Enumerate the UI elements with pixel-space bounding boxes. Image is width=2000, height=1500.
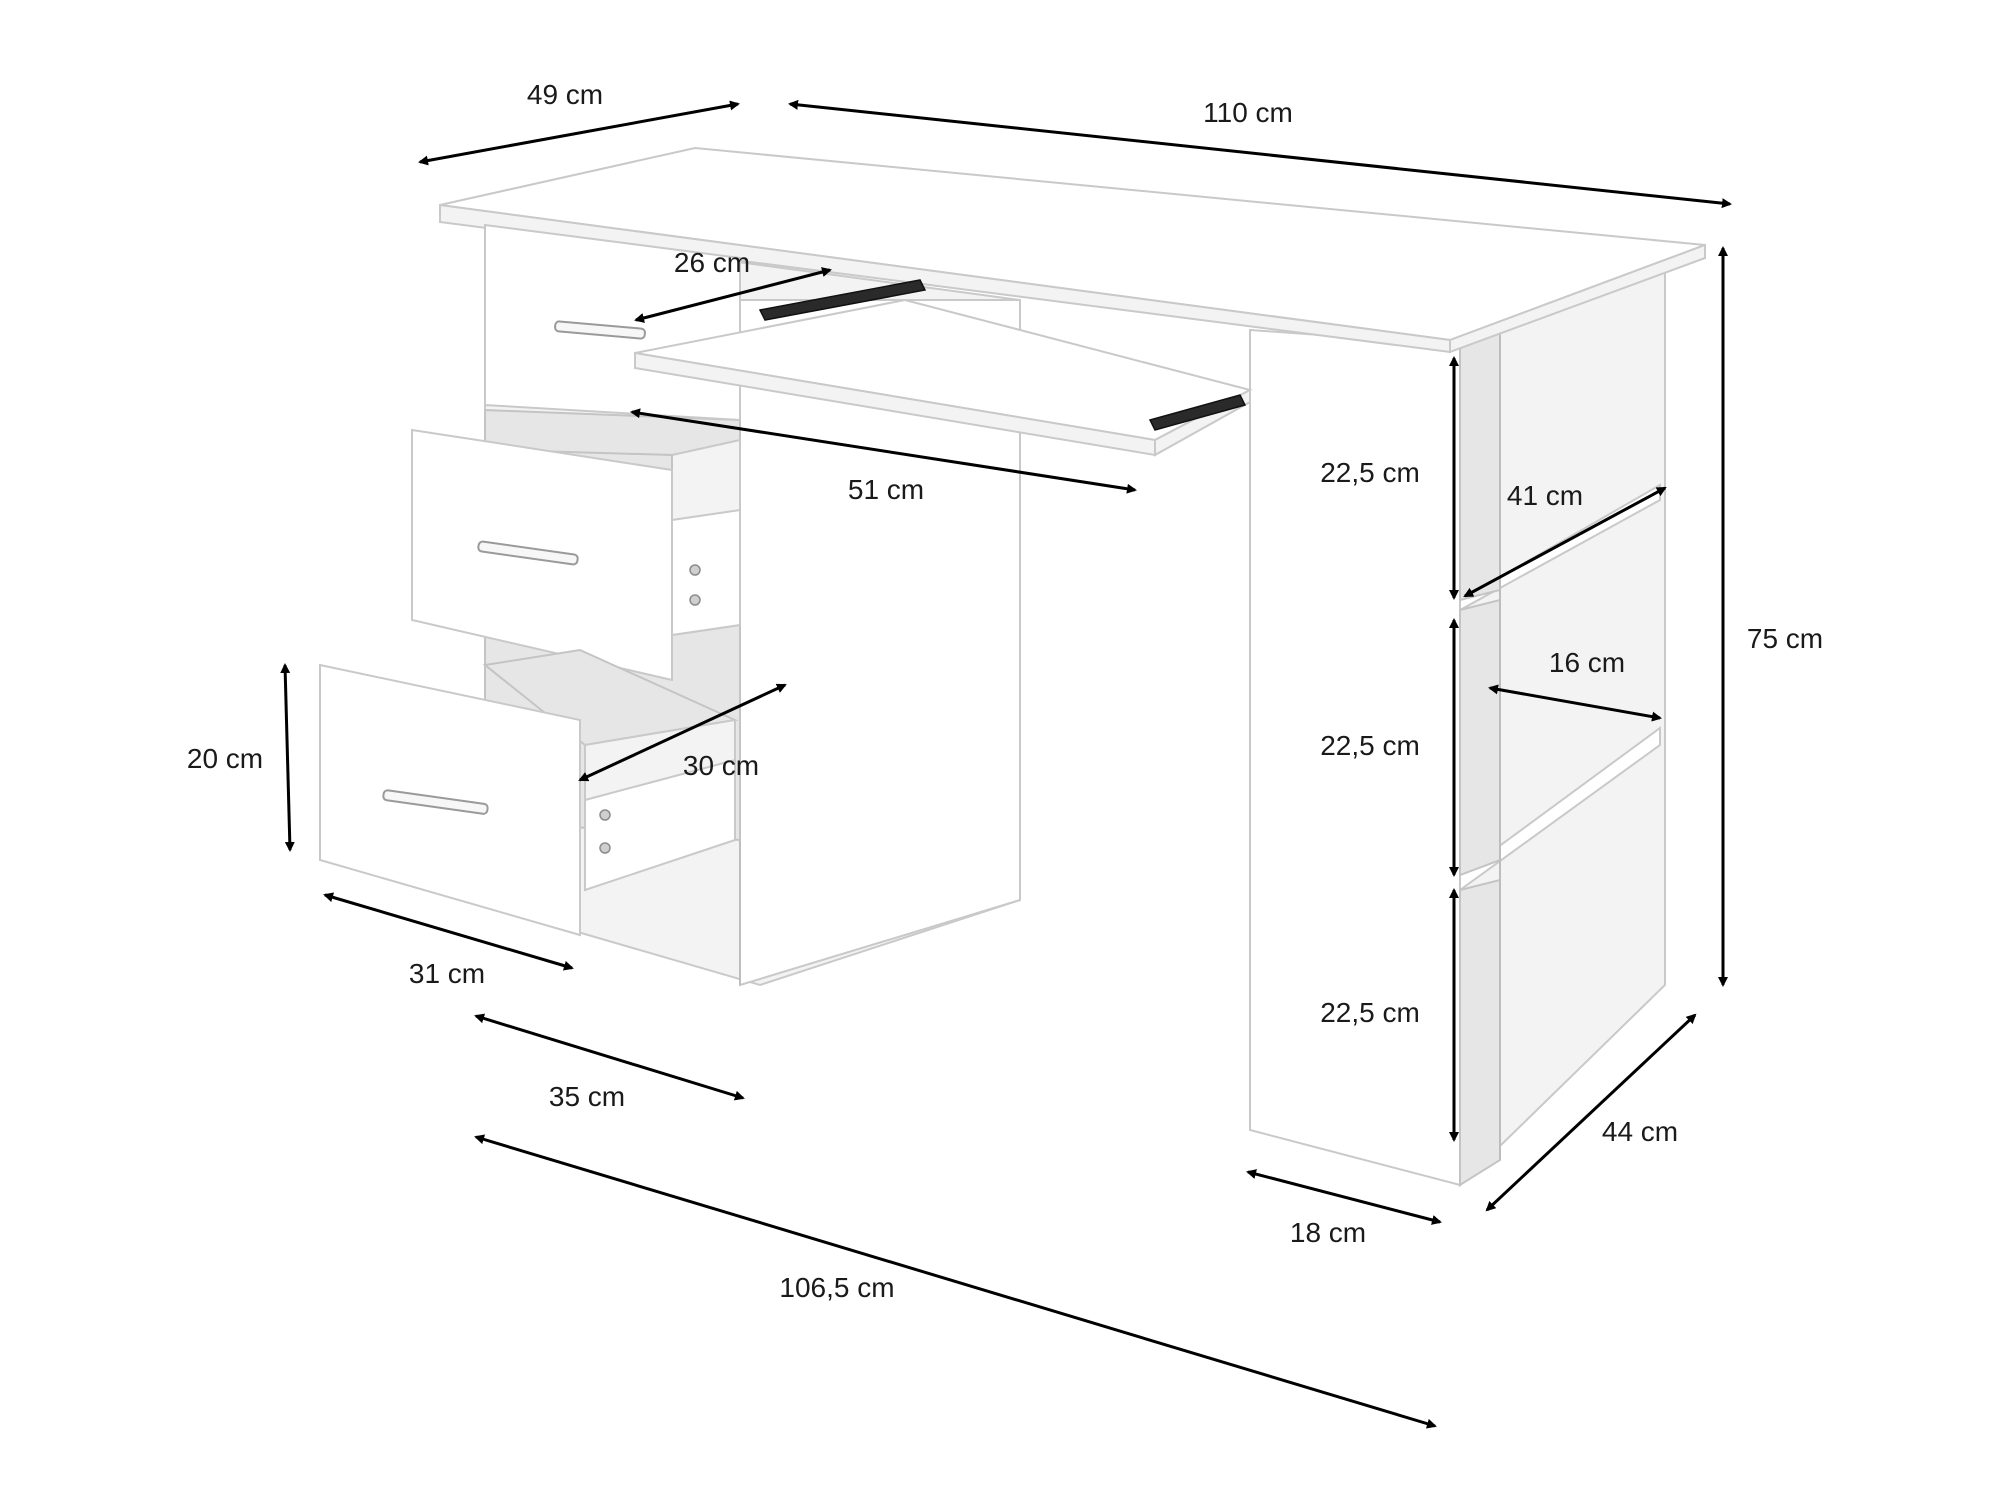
label-keyboard-width: 51 cm	[848, 474, 924, 505]
top-drawer-handle	[554, 320, 646, 340]
dim-line-drawer-inner	[578, 683, 787, 782]
label-drawer-unit-width: 35 cm	[549, 1081, 625, 1112]
dim-line-drawer-height	[280, 663, 295, 852]
dim-line-shelf-inner-width	[1488, 684, 1662, 722]
dim-line-top-depth	[418, 100, 740, 166]
dimension-lines	[280, 99, 1732, 1429]
desk-illustration	[319, 146, 1706, 1188]
label-leg-span: 106,5 cm	[779, 1272, 894, 1303]
label-shelf-depth: 41 cm	[1507, 480, 1583, 511]
dim-line-top-width	[788, 99, 1732, 209]
dim-line-drawer-unit-width	[474, 1013, 745, 1101]
shelf-unit	[1249, 268, 1666, 1188]
label-side-width: 18 cm	[1290, 1217, 1366, 1248]
label-drawer-inner-depth: 30 cm	[683, 750, 759, 781]
label-shelf-inner-width: 16 cm	[1549, 647, 1625, 678]
label-top-depth: 49 cm	[527, 79, 603, 110]
dim-line-shelf-depth	[1463, 486, 1667, 598]
label-drawer-width: 31 cm	[409, 958, 485, 989]
middle-drawer-handle	[477, 540, 579, 566]
dim-line-keyboard-depth	[634, 267, 832, 323]
label-shelf-height-bottom: 22,5 cm	[1320, 997, 1420, 1028]
dimension-labels: 49 cm 110 cm 26 cm 51 cm 22,5 cm 41 cm 7…	[187, 79, 1823, 1303]
label-shelf-height-middle: 22,5 cm	[1320, 730, 1420, 761]
dim-line-keyboard-width	[630, 408, 1137, 494]
label-side-depth: 44 cm	[1602, 1116, 1678, 1147]
label-shelf-height-top: 22,5 cm	[1320, 457, 1420, 488]
bottom-drawer-handle	[382, 789, 489, 815]
label-drawer-height: 20 cm	[187, 743, 263, 774]
dim-line-side-depth	[1485, 1013, 1697, 1212]
desk-top	[439, 146, 1706, 354]
label-total-height: 75 cm	[1747, 623, 1823, 654]
dim-line-drawer-width	[323, 892, 574, 971]
dim-line-leg-span	[474, 1134, 1437, 1429]
dim-line-side-width	[1246, 1169, 1442, 1225]
label-keyboard-depth: 26 cm	[674, 247, 750, 278]
keyboard-rail-right	[1148, 394, 1247, 431]
label-top-width: 110 cm	[1203, 97, 1293, 128]
shelf-board-middle	[1459, 726, 1661, 892]
